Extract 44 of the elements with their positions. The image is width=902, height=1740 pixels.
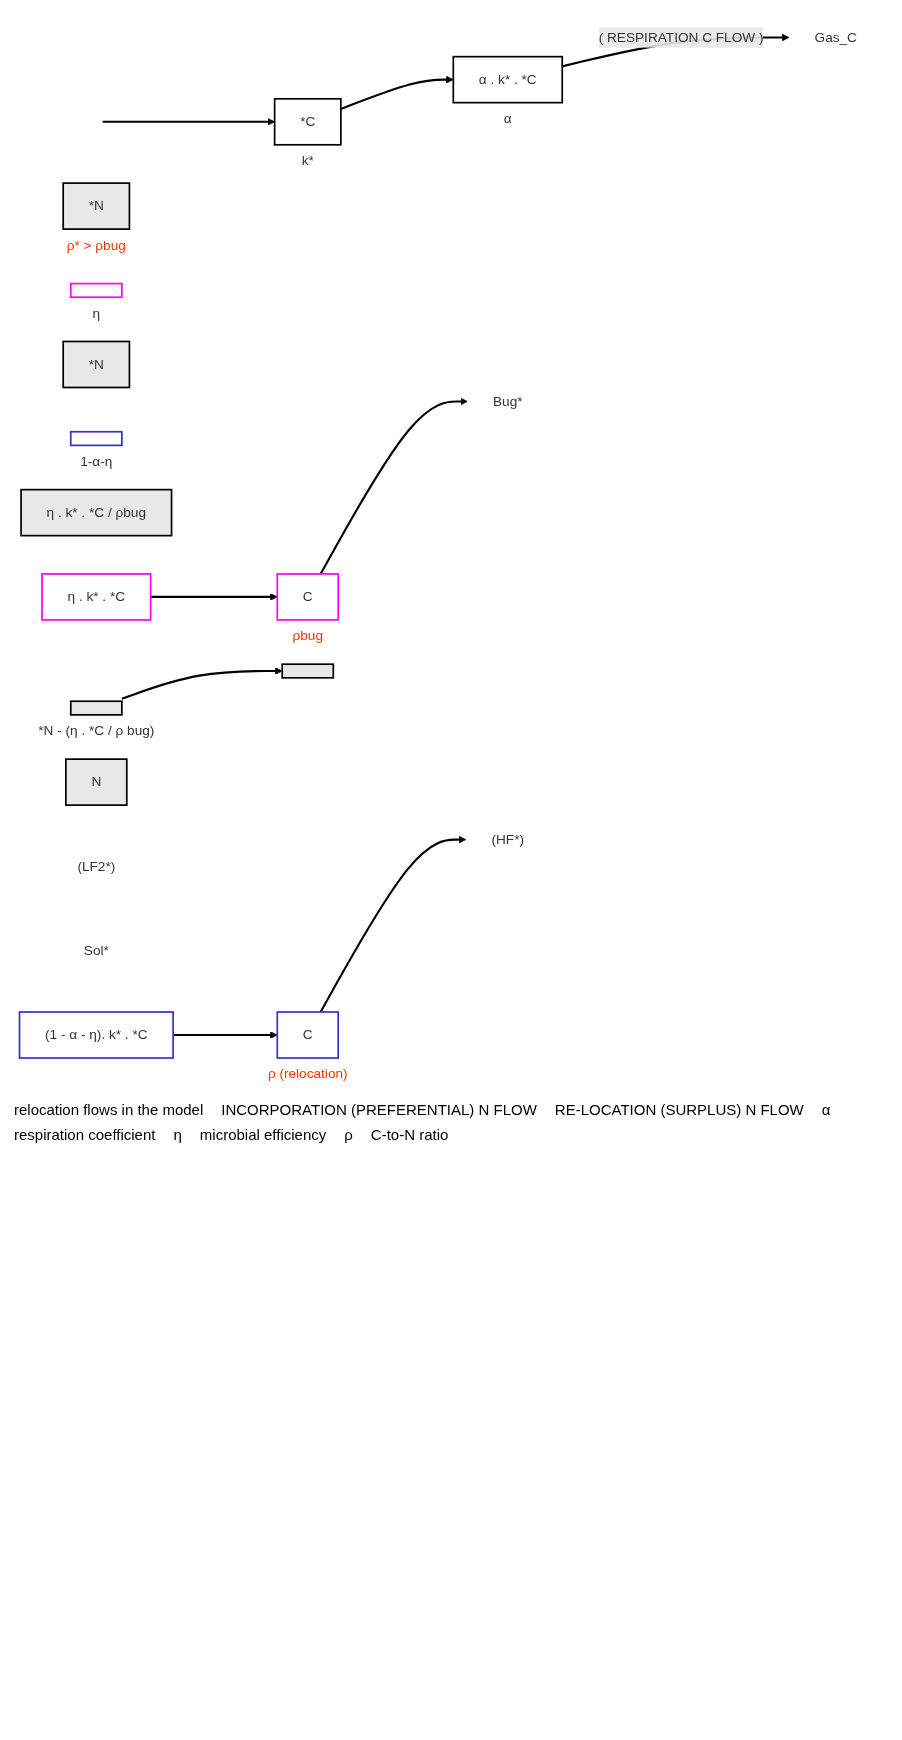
arrow — [121, 667, 283, 700]
node-box: α . k* . *C — [452, 55, 564, 104]
node-label: α — [503, 111, 512, 126]
arrow — [319, 835, 467, 1013]
node-label: ρ* > ρbug — [66, 237, 126, 253]
note-text: η — [173, 1125, 182, 1143]
node-label: ρbug — [292, 628, 323, 643]
arrow — [173, 1031, 278, 1039]
note-text: respiration coefficient — [14, 1125, 156, 1143]
node-box: *N — [62, 182, 131, 230]
node-label: k* — [301, 153, 314, 168]
node-bar — [69, 430, 123, 447]
note-text: INCORPORATION (PREFERENTIAL) N FLOW — [221, 1100, 537, 1118]
node-label: ρ (relocation) — [267, 1066, 348, 1081]
note-text: α — [821, 1100, 831, 1118]
node-box: *N — [62, 340, 131, 389]
node-box: C — [276, 1011, 340, 1059]
node-text: (LF2*) — [77, 858, 116, 874]
node-bar — [281, 663, 335, 679]
note-text: RE-LOCATION (SURPLUS) N FLOW — [554, 1100, 804, 1118]
arrow — [340, 75, 454, 110]
arrow — [102, 118, 275, 126]
node-box: η . k* . *C / ρbug — [20, 488, 173, 537]
node-box: η . k* . *C — [41, 573, 152, 621]
node-label: 1-α-η — [80, 453, 113, 469]
node-bar — [69, 282, 123, 299]
arrow — [150, 593, 278, 601]
node-box: N — [65, 758, 128, 806]
node-box: C — [276, 573, 340, 621]
note-text: C-to-N ratio — [370, 1125, 449, 1143]
edge-label: ( RESPIRATION C FLOW ) — [598, 29, 764, 45]
node-box: *C — [273, 97, 342, 146]
node-text: Bug* — [493, 393, 523, 409]
node-box: (1 - α - η). k* . *C — [18, 1011, 174, 1059]
node-text: Gas_C — [814, 29, 857, 45]
arrow — [319, 397, 468, 575]
node-text: (HF*) — [491, 831, 525, 847]
note-text: ρ — [344, 1125, 353, 1143]
note-text: relocation flows in the model — [14, 1100, 204, 1118]
node-label: η — [92, 305, 101, 321]
node-text: Sol* — [83, 943, 109, 958]
node-bar — [69, 700, 123, 716]
note-text: microbial efficiency — [199, 1125, 327, 1143]
node-label: *N - (η . *C / ρ bug) — [38, 723, 155, 738]
